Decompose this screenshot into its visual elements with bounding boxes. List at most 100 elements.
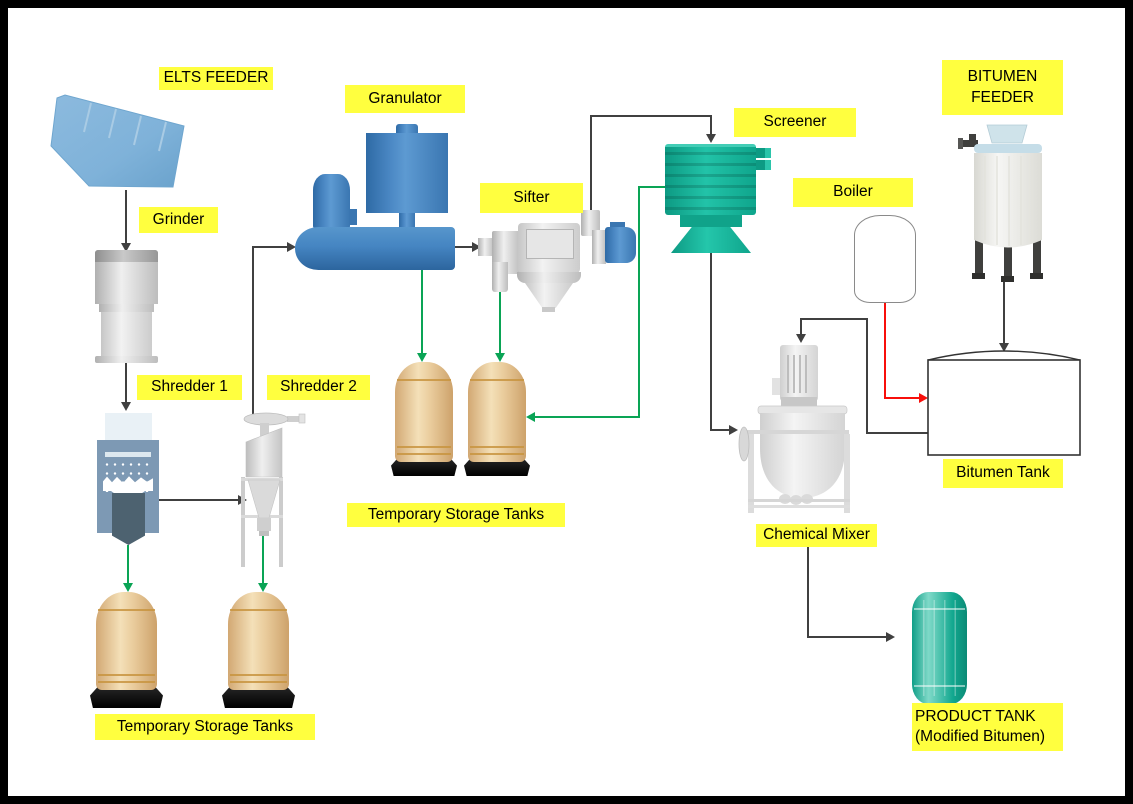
bitumen-feeder-shape [958, 124, 1043, 282]
tank-band [470, 453, 524, 455]
arrowhead-right [886, 632, 895, 642]
arrowhead-right [472, 242, 481, 252]
label-boiler: Boiler [793, 178, 913, 207]
sifter-inlet-pipe [478, 238, 494, 256]
product-line [638, 186, 640, 418]
label-text: Grinder [152, 210, 205, 228]
tank-body [96, 592, 157, 690]
tank-band [230, 674, 287, 676]
arrowhead-right-red [919, 393, 928, 403]
bitumen-feeder-machine [958, 118, 1048, 283]
shredder1-slot [105, 452, 151, 457]
tank-band [98, 681, 155, 683]
label-granulator: Granulator [345, 85, 465, 113]
sifter-outlet-pipe [492, 262, 508, 292]
hopper-shape [50, 94, 185, 188]
flow-line [807, 547, 809, 638]
shredder1-hopper [105, 413, 152, 440]
flow-line [125, 190, 127, 244]
label-text-line2: (Modified Bitumen) [915, 728, 1046, 745]
temp-storage-tank-left-1 [90, 592, 163, 708]
temp-storage-tank-left-2 [222, 592, 295, 708]
arrowhead-down [796, 334, 806, 343]
arrowhead-down [706, 134, 716, 143]
shredder1-pile [103, 476, 153, 491]
product-tank-ring [914, 685, 965, 687]
granulator-base [295, 227, 455, 270]
arrowhead-right [729, 425, 738, 435]
label-text: Shredder 2 [280, 378, 357, 396]
flow-line [252, 247, 254, 415]
label-bitumen-feeder: BITUMEN FEEDER [942, 60, 1063, 115]
label-grinder: Grinder [139, 207, 218, 233]
flow-line [866, 432, 928, 434]
screener-bands [665, 144, 756, 215]
sifter-motor-nub [610, 222, 625, 229]
product-tank-vessel [912, 592, 967, 704]
grinder-body [101, 312, 152, 356]
flow-line [800, 318, 868, 320]
cyclone-shape [241, 412, 306, 567]
grinder-cap [95, 250, 158, 262]
screener-step [680, 215, 742, 227]
bitumen-tank-shape [927, 350, 1081, 456]
label-text: Sifter [513, 188, 550, 206]
granulator-tab [349, 209, 357, 225]
tank-band [98, 674, 155, 676]
flow-line [590, 115, 712, 117]
tank-body [395, 362, 453, 462]
flow-line [800, 318, 802, 336]
granulator-machine [295, 123, 456, 270]
sifter-motor [605, 227, 636, 263]
shredder1-machine [97, 413, 159, 545]
label-temp-storage-mid: Temporary Storage Tanks [347, 503, 565, 527]
granulator-top-nub [396, 124, 418, 134]
bitumen-tank-vessel [926, 341, 1082, 457]
steam-line [884, 302, 886, 399]
label-elts-feeder: ELTS FEEDER [159, 67, 273, 90]
arrowhead-right [287, 242, 296, 252]
grinder-taper [99, 304, 154, 312]
screener-skirt [671, 227, 751, 253]
screener-machine [665, 140, 771, 253]
product-tank-ring [914, 608, 965, 610]
temp-storage-tank-mid-left [391, 362, 457, 477]
tank-body [468, 362, 526, 462]
sifter-panel [526, 229, 574, 259]
label-temp-storage-left: Temporary Storage Tanks [95, 714, 315, 740]
label-screener: Screener [734, 108, 856, 137]
arrowhead-down-green [123, 583, 133, 592]
tank-band [230, 681, 287, 683]
flow-line [158, 499, 240, 501]
label-shredder1: Shredder 1 [137, 375, 242, 400]
flow-line [1003, 278, 1005, 344]
granulator-motor [313, 174, 350, 228]
flow-line [866, 318, 868, 434]
arrowhead-down-green [258, 583, 268, 592]
label-sifter: Sifter [480, 183, 583, 213]
label-text: Temporary Storage Tanks [367, 505, 545, 523]
flow-line [807, 636, 887, 638]
label-text: ELTS FEEDER [163, 69, 269, 87]
screener-body [665, 144, 756, 215]
screener-tab [756, 148, 771, 158]
flow-line [590, 115, 592, 212]
label-text-line2: FEEDER [971, 88, 1034, 106]
tank-band [397, 379, 451, 381]
shredder1-chute [112, 493, 145, 545]
label-text-line1: BITUMEN [967, 68, 1038, 86]
sifter-machine [473, 210, 636, 312]
tank-band [230, 609, 287, 611]
arrowhead-down [121, 243, 131, 252]
label-text-line1: PRODUCT TANK [915, 707, 1036, 725]
flow-line [252, 246, 288, 248]
label-bitumen-tank: Bitumen Tank [943, 459, 1063, 488]
label-text: Granulator [368, 89, 442, 107]
boiler-vessel [854, 215, 916, 303]
arrowhead-left-green [526, 412, 535, 422]
product-line [421, 270, 423, 355]
flow-line [447, 246, 473, 248]
screener-tab [756, 160, 771, 170]
product-line [262, 535, 264, 585]
flow-line [710, 429, 730, 431]
